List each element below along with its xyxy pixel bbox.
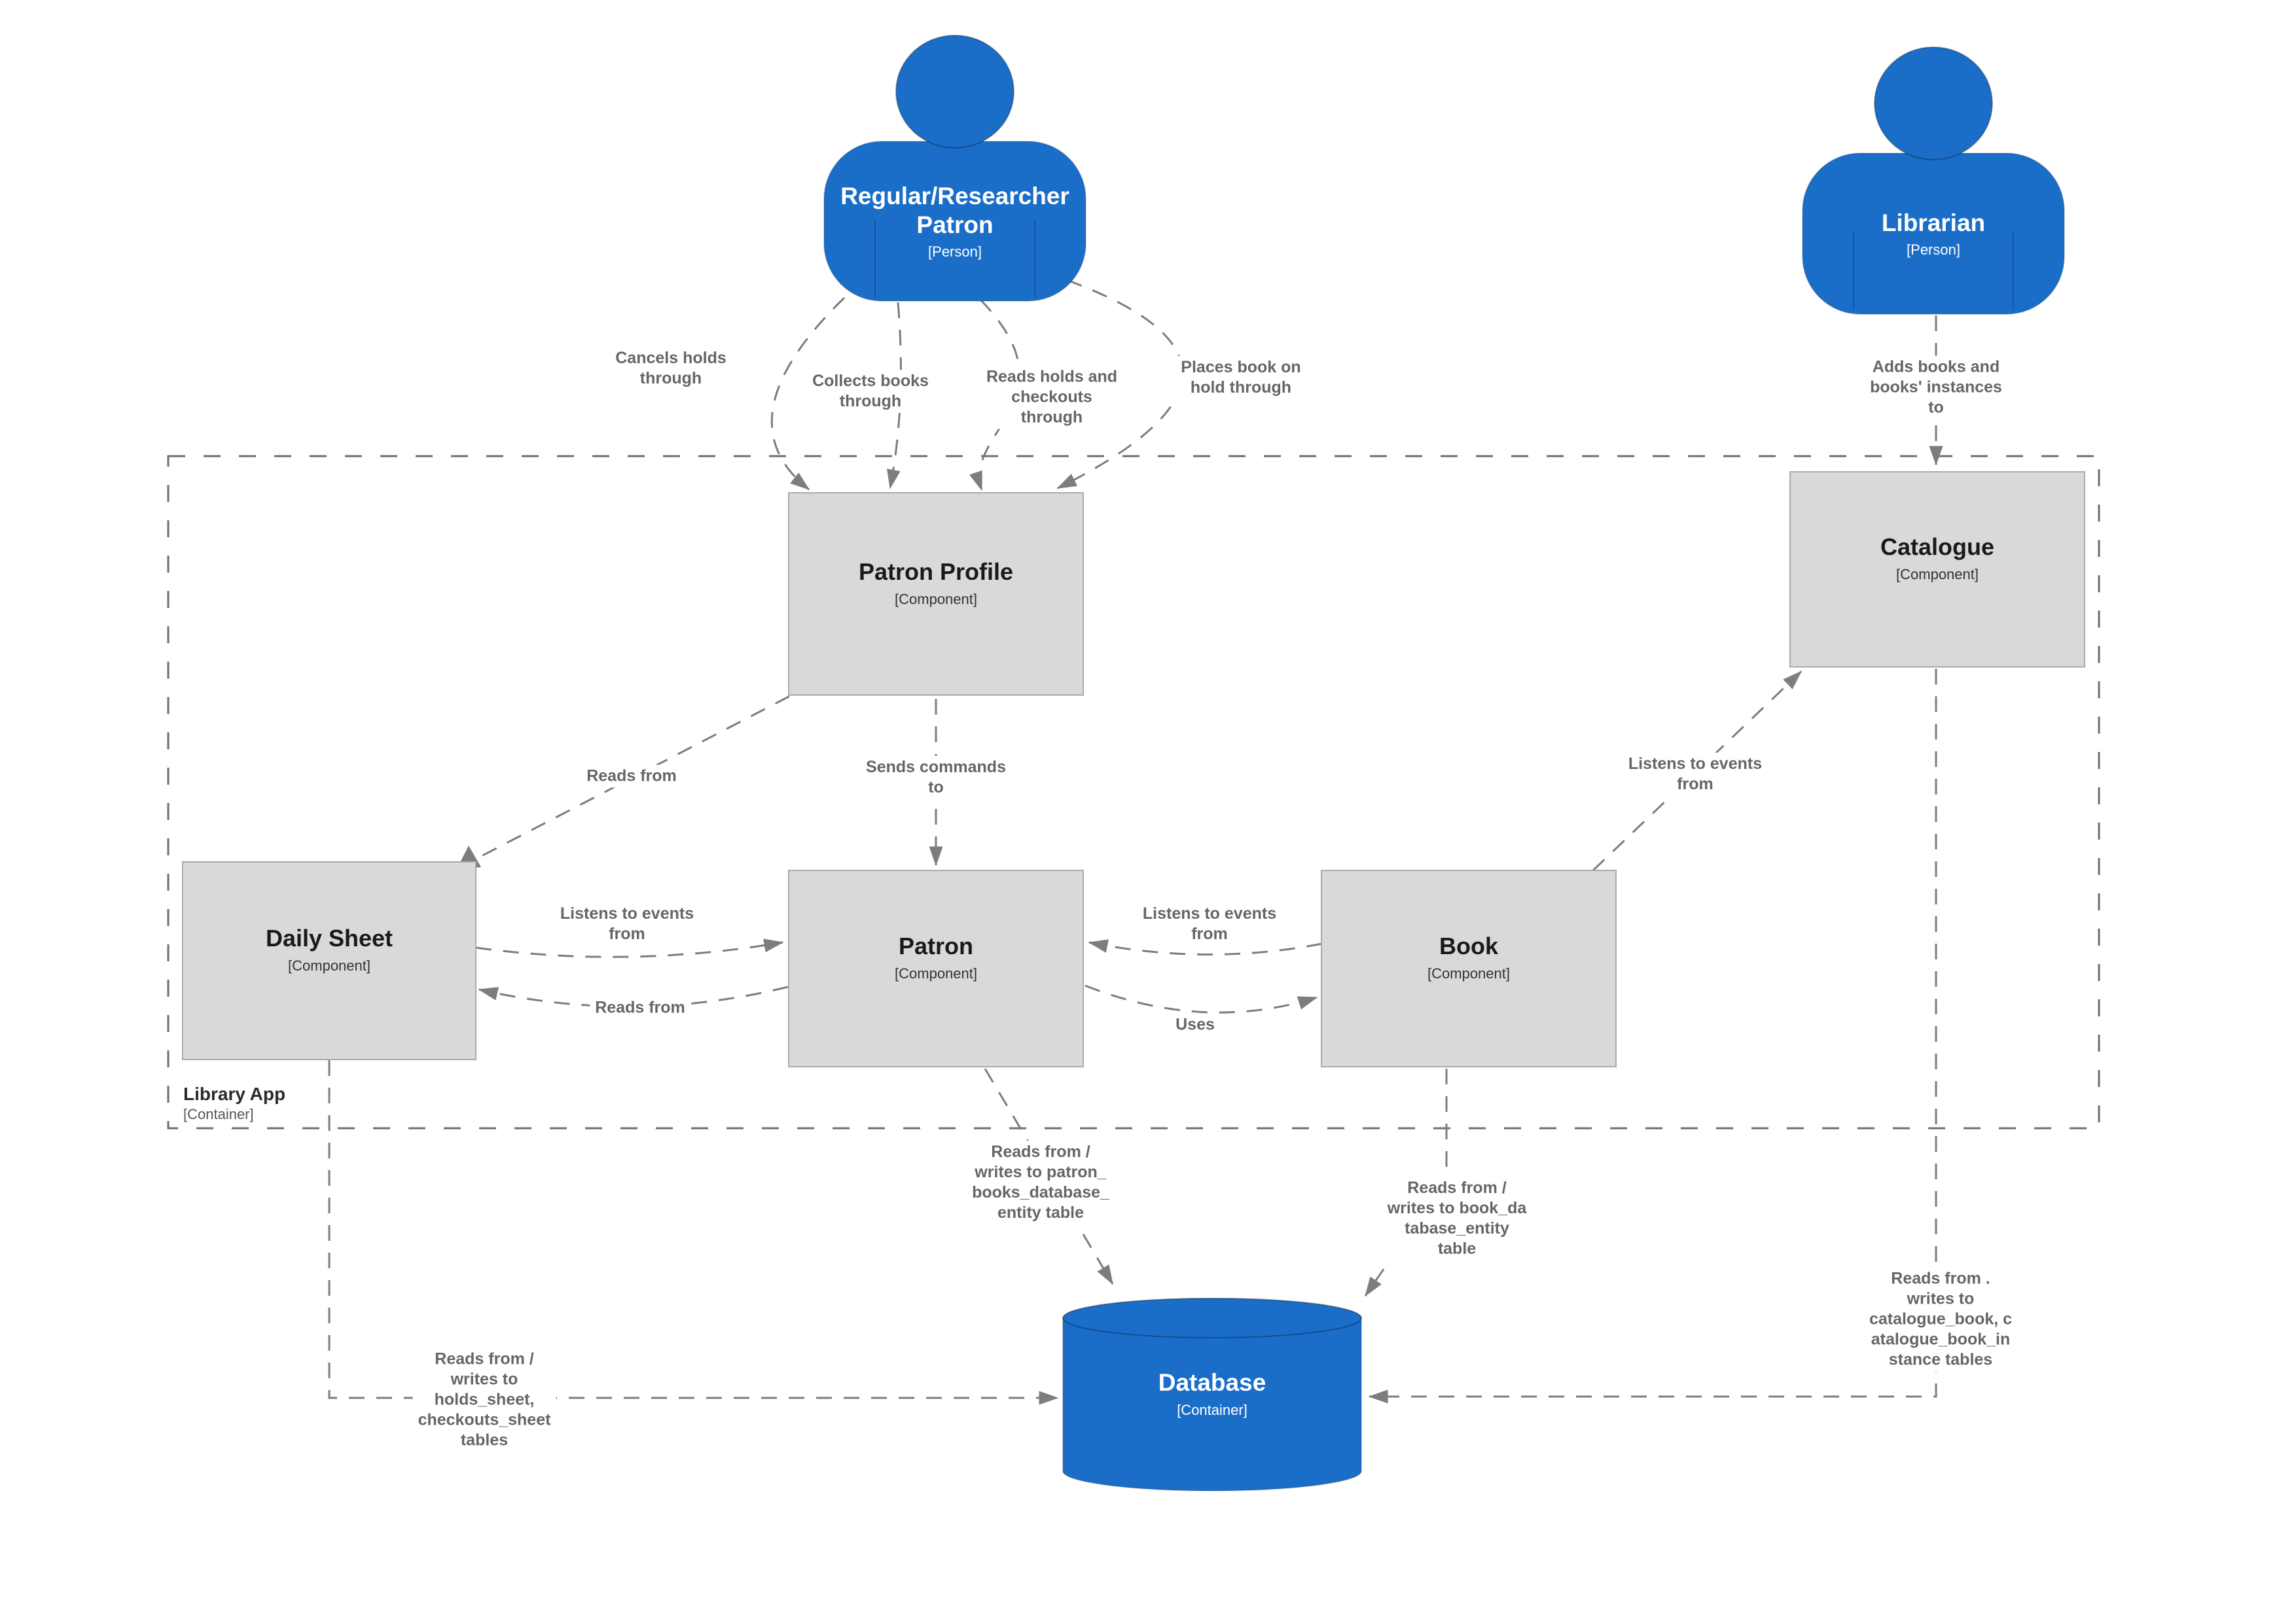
label-listens-patron: Listens to events from [1137, 902, 1282, 946]
patron-person-title: Regular/Researcher Patron [840, 183, 1069, 238]
label-reads-holds: Reads holds and checkouts through [980, 365, 1123, 429]
label-listens-catalogue: Listens to events from [1623, 753, 1768, 796]
component-daily-sheet[interactable]: Daily Sheet [Component] [182, 861, 476, 1060]
rel-patron-uses-book [1085, 984, 1318, 1014]
rel-places-hold [1056, 279, 1183, 490]
label-catalogue-database: Reads from . writes to catalogue_book, c… [1863, 1267, 2018, 1372]
librarian-title: Librarian [1881, 209, 1986, 236]
connectors [328, 279, 1943, 1405]
rel-patron-reads-dailysheet [478, 986, 789, 1008]
database-title: Database [1158, 1369, 1266, 1396]
librarian-person-icon[interactable] [1802, 46, 2065, 315]
label-patron-database: Reads from / writes to patron_ books_dat… [967, 1141, 1115, 1224]
label-cancels-holds: Cancels holds through [610, 347, 732, 390]
librarian-type: [Person] [1907, 241, 1960, 258]
patron-type: [Component] [895, 965, 977, 982]
label-book-database: Reads from / writes to book_da tabase_en… [1382, 1177, 1532, 1260]
patron-profile-title: Patron Profile [858, 558, 1014, 585]
patron-person[interactable]: Regular/Researcher Patron [Person] [824, 141, 1086, 301]
patron-profile-type: [Component] [895, 590, 977, 607]
label-uses: Uses [1170, 1013, 1220, 1037]
component-patron-profile[interactable]: Patron Profile [Component] [788, 492, 1084, 696]
rel-cancels-holds [770, 296, 846, 491]
daily-sheet-type: [Component] [288, 957, 370, 974]
rel-catalogue-database [1368, 669, 1937, 1404]
rel-dailysheet-database [328, 1060, 1059, 1405]
label-places-hold: Places book on hold through [1175, 356, 1306, 399]
boundary-type: [Container] [183, 1106, 254, 1122]
label-listens-dailysheet: Listens to events from [554, 902, 700, 946]
book-title: Book [1439, 933, 1498, 959]
catalogue-type: [Component] [1896, 566, 1979, 582]
rel-book-listens-patron [1088, 939, 1323, 956]
label-adds-books: Adds books and books' instances to [1865, 355, 2007, 419]
book-type: [Component] [1427, 965, 1510, 982]
rel-dailysheet-listens-patron [475, 938, 784, 958]
label-sends-commands: Sends commands to [861, 756, 1011, 799]
daily-sheet-title: Daily Sheet [265, 925, 393, 952]
component-book[interactable]: Book [Component] [1321, 870, 1617, 1067]
library-app-boundary[interactable] [167, 455, 2100, 1130]
librarian-person[interactable]: Librarian [Person] [1803, 153, 2064, 314]
label-dailysheet-database: Reads from / writes to holds_sheet, chec… [412, 1347, 556, 1452]
library-app-boundary-label: Library App [Container] [183, 1083, 285, 1124]
database-type: [Container] [1177, 1402, 1247, 1418]
patron-person-type: [Person] [928, 243, 982, 260]
component-patron[interactable]: Patron [Component] [788, 870, 1084, 1067]
catalogue-title: Catalogue [1880, 533, 1995, 560]
database-cylinder[interactable] [1062, 1298, 1362, 1491]
label-patron-reads: Reads from [590, 996, 691, 1020]
label-collects-books: Collects books through [807, 370, 934, 413]
component-catalogue[interactable]: Catalogue [Component] [1789, 471, 2085, 668]
boundary-title: Library App [183, 1084, 286, 1104]
patron-title: Patron [898, 933, 973, 959]
label-profile-reads: Reads from [581, 764, 682, 788]
database-container[interactable]: Database [Container] [1063, 1302, 1361, 1486]
patron-person-icon[interactable] [823, 35, 1086, 302]
